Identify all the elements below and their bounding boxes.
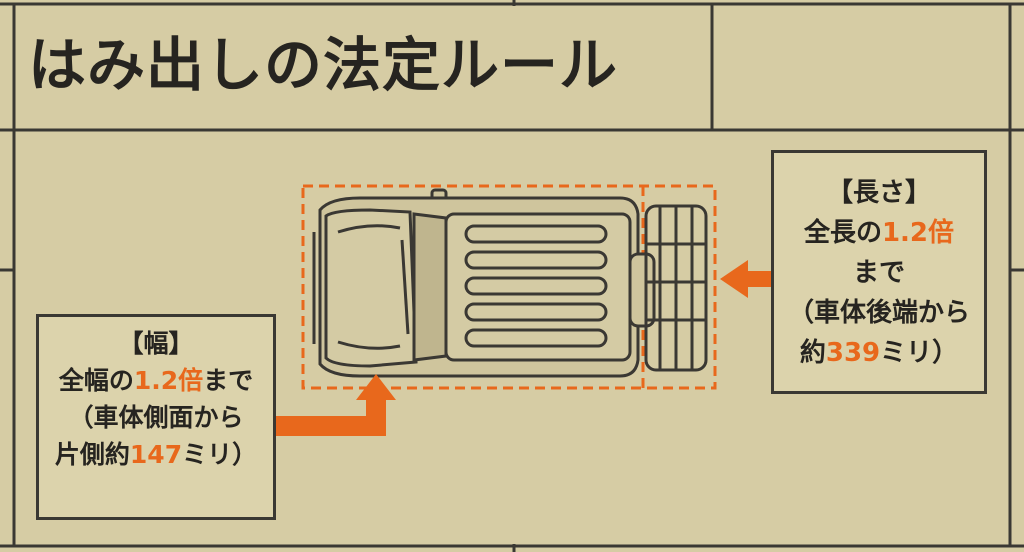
length-arrow bbox=[720, 260, 776, 298]
width-line-2: （車体側面から bbox=[68, 403, 244, 432]
length-line-3: （車体後端から bbox=[787, 298, 970, 328]
width-rule-box: 【幅】 全幅の1.2倍まで （車体側面から 片側約147ミリ） bbox=[36, 314, 276, 520]
rear-carrier bbox=[644, 204, 708, 372]
length-line-2: まで bbox=[852, 258, 905, 288]
page-title: はみ出しの法定ルール bbox=[28, 31, 619, 99]
width-line-1: 全幅の1.2倍まで bbox=[58, 366, 254, 395]
width-line-3: 片側約147ミリ） bbox=[54, 440, 258, 469]
roof-ribs bbox=[312, 224, 608, 350]
overhang-limit-outline bbox=[301, 184, 717, 390]
length-line-1: 全長の1.2倍 bbox=[803, 218, 955, 248]
length-ratio: 1.2倍 bbox=[881, 218, 955, 248]
length-heading: 【長さ】 bbox=[826, 178, 931, 208]
width-mm-value: 147 bbox=[129, 440, 183, 469]
width-heading: 【幅】 bbox=[118, 329, 194, 358]
width-arrow bbox=[276, 374, 396, 436]
length-mm-value: 339 bbox=[825, 338, 881, 368]
length-line-4: 約339ミリ） bbox=[799, 338, 959, 368]
length-rule-box: 【長さ】 全長の1.2倍 まで （車体後端から 約339ミリ） bbox=[771, 150, 987, 394]
spare-tire bbox=[628, 252, 656, 328]
width-ratio: 1.2倍 bbox=[133, 366, 204, 395]
